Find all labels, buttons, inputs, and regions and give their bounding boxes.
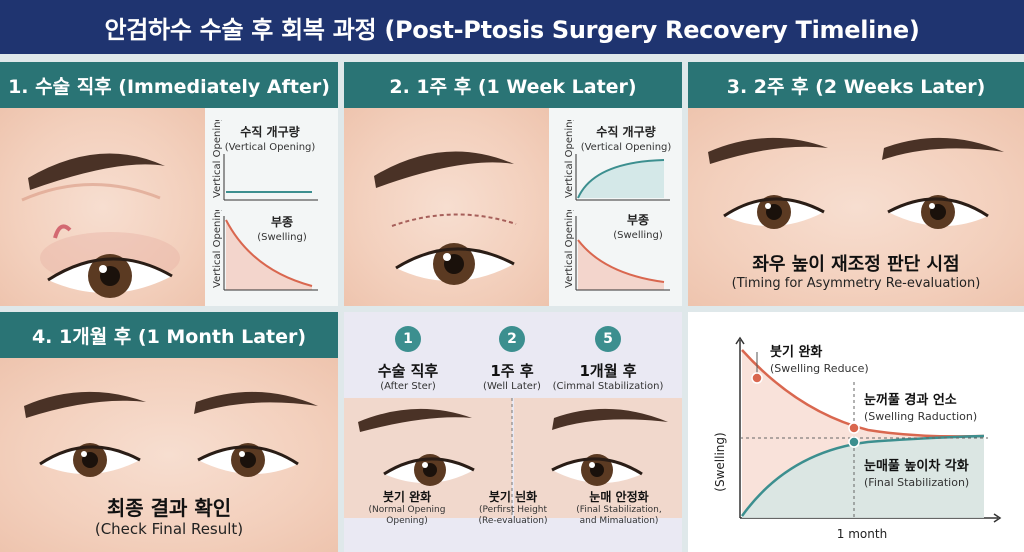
vertical-opening-mini-chart: 수직 개구량 (Vertical Opening) Vertical Openi…	[212, 120, 318, 201]
annotation-sub: (Final Stabilization)	[864, 476, 969, 489]
vertical-opening-mini-chart: 수직 개구량 (Vertical Opening) Vertical Openi…	[564, 120, 672, 201]
both-eyes-illustration	[708, 137, 1004, 229]
junction-point-lower	[848, 436, 860, 448]
svg-text:부종: 부종	[627, 213, 649, 227]
svg-text:Vertical Opening: Vertical Opening	[212, 210, 223, 288]
step-title: 1주 후	[490, 362, 534, 380]
panel-header: 4. 1개월 후 (1 Month Later)	[0, 312, 338, 358]
swollen-eye-illustration	[21, 153, 180, 298]
timeline-step: 5 1개월 후 (Cimmal Stabilization)	[548, 326, 668, 392]
panel-2-weeks-later: 3. 2주 후 (2 Weeks Later) 좌우 높이 재조정 판단 시점 …	[688, 62, 1024, 306]
step-number: 5	[595, 326, 621, 352]
panel-recovery-chart: (Swelling) 붓기 완화 (Swelling Reduce) 눈꺼풀 경…	[688, 312, 1024, 552]
svg-text:수직 개구량: 수직 개구량	[596, 124, 655, 139]
timeline-outcome: 눈매 안정화 (Final Stabilization, and Mimalua…	[576, 490, 662, 526]
svg-text:Vertical Opening: Vertical Opening	[564, 120, 575, 198]
svg-text:Vertical Opening: Vertical Opening	[564, 210, 575, 288]
svg-text:(Swelling): (Swelling)	[613, 230, 663, 241]
panel-caption: 좌우 높이 재조정 판단 시점	[752, 254, 960, 275]
svg-text:(Vertical Opening): (Vertical Opening)	[581, 142, 672, 153]
annotation-sub: (Swelling Raduction)	[864, 410, 977, 423]
step-sub: (Well Later)	[483, 381, 541, 392]
both-eyes-illustration	[24, 391, 318, 477]
annotation-title: 눈매풀 높이차 각화	[864, 458, 969, 474]
x-axis-label: 1 month	[837, 527, 887, 541]
panel-caption-sub: (Timing for Asymmetry Re-evaluation)	[731, 276, 981, 291]
panel-1-week-later: 2. 1주 후 (1 Week Later) 수직 개구량 (Vertical …	[344, 62, 682, 306]
swelling-point	[751, 372, 763, 384]
panel-header: 1. 수술 직후 (Immediately After)	[0, 62, 338, 108]
timeline-outcome: 붓기 늰화 (Perfirst Height (Re-evaluation)	[478, 490, 548, 526]
panel-1-month-later: 4. 1개월 후 (1 Month Later) 최종 결과 확인 (Check…	[0, 312, 338, 552]
page-title: 안검하수 수술 후 회복 과정 (Post-Ptosis Surgery Rec…	[0, 0, 1024, 54]
step-title: 수술 직후	[377, 362, 439, 380]
svg-text:부종: 부종	[271, 215, 293, 229]
svg-text:수직 개구량: 수직 개구량	[240, 124, 299, 139]
panel-immediately-after: 1. 수술 직후 (Immediately After) 수직 개구량 (Ver…	[0, 62, 338, 306]
annotation-sub: (Swelling Reduce)	[770, 362, 869, 375]
swelling-curve	[741, 349, 985, 438]
healing-eye-illustration	[374, 151, 517, 285]
step-title: 1개월 후	[579, 362, 637, 380]
svg-text:Vertical Opening: Vertical Opening	[212, 120, 223, 198]
timeline-step: 2 1주 후 (Well Later)	[452, 326, 572, 392]
opening-curve	[740, 434, 985, 517]
panel-timeline: 1 수술 직후 (After Ster) 2 1주 후 (Well Later)…	[344, 312, 682, 552]
swelling-mini-chart: 부종 (Swelling) Vertical Opening	[212, 210, 318, 291]
step-number: 2	[499, 326, 525, 352]
panel-header: 2. 1주 후 (1 Week Later)	[344, 62, 682, 108]
step-sub: (Cimmal Stabilization)	[552, 381, 664, 392]
timeline-outcome: 붓기 완화 (Normal Opening Opening)	[368, 490, 446, 526]
annotation-title: 눈꺼풀 경과 언소	[864, 392, 957, 408]
y-axis-label: (Swelling)	[713, 432, 727, 491]
timeline-eyes-illustration	[344, 398, 682, 518]
swelling-mini-chart: 부종 (Swelling) Vertical Opening	[564, 210, 670, 291]
annotation-title: 붓기 완화	[770, 344, 822, 360]
step-sub: (After Ster)	[380, 381, 436, 392]
step-number: 1	[395, 326, 421, 352]
timeline-step: 1 수술 직후 (After Ster)	[348, 326, 468, 392]
panel-caption-sub: (Check Final Result)	[94, 520, 244, 538]
junction-point-upper	[848, 422, 860, 434]
panel-caption: 최종 결과 확인	[106, 496, 232, 520]
svg-text:(Vertical Opening): (Vertical Opening)	[225, 142, 316, 153]
svg-text:(Swelling): (Swelling)	[257, 232, 307, 243]
recovery-curve-chart: (Swelling) 붓기 완화 (Swelling Reduce) 눈꺼풀 경…	[713, 336, 1002, 541]
panel-header: 3. 2주 후 (2 Weeks Later)	[688, 62, 1024, 108]
